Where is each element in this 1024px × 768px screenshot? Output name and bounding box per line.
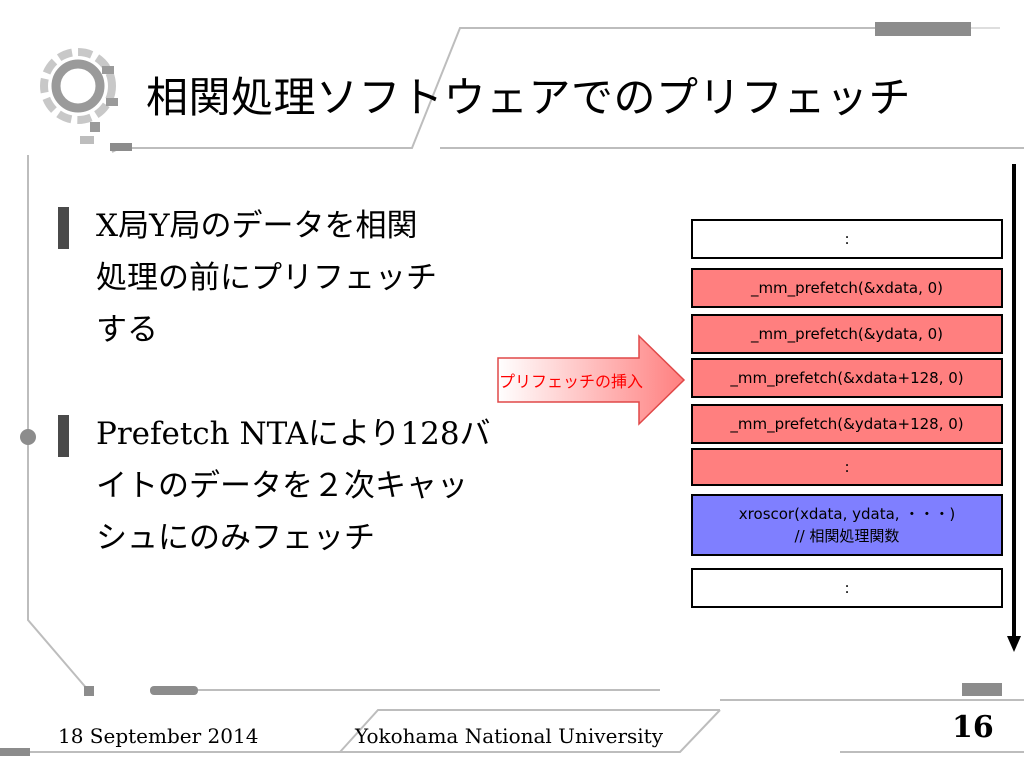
code-box-text: :	[844, 579, 850, 597]
code-box-text: :	[844, 458, 850, 476]
footer-date: 18 September 2014	[58, 724, 259, 748]
code-box-prefetch: _mm_prefetch(&xdata, 0)	[691, 268, 1003, 308]
bullet-2-line-1: Prefetch NTAにより128バ	[96, 416, 491, 452]
bullet-marker	[58, 207, 69, 249]
code-box-text: _mm_prefetch(&ydata+128, 0)	[730, 415, 964, 433]
bullet-marker	[58, 415, 69, 457]
code-box-text: :	[844, 230, 850, 248]
code-box-function: xroscor(xdata, ydata, ・・・) // 相関処理関数	[691, 494, 1003, 556]
code-box-text: xroscor(xdata, ydata, ・・・)	[738, 505, 956, 523]
code-box-ellipsis: :	[691, 219, 1003, 259]
prefetch-insert-arrow-icon	[497, 334, 686, 426]
bullet-1: X局Y局のデータを相関 処理の前にプリフェッチ する	[96, 200, 437, 356]
code-box-ellipsis: :	[691, 448, 1003, 486]
code-box-text: _mm_prefetch(&ydata, 0)	[750, 325, 944, 343]
slide-title: 相関処理ソフトウェアでのプリフェッチ	[146, 73, 912, 122]
bullet-2-line-2: イトのデータを２次キャッ	[96, 468, 468, 504]
page-number: 16	[952, 710, 994, 745]
bullet-1-line-3: する	[96, 312, 158, 348]
code-box-comment: // 相関処理関数	[794, 527, 900, 545]
code-box-prefetch: _mm_prefetch(&ydata, 0)	[691, 314, 1003, 354]
code-box-text: _mm_prefetch(&xdata+128, 0)	[730, 369, 964, 387]
code-box-ellipsis: :	[691, 568, 1003, 608]
execution-flow-arrow-icon	[1007, 164, 1021, 652]
bullet-1-line-2: 処理の前にプリフェッチ	[96, 260, 437, 296]
prefetch-insert-label: プリフェッチの挿入	[499, 372, 644, 391]
code-box-prefetch: _mm_prefetch(&xdata+128, 0)	[691, 358, 1003, 398]
bullet-2-line-3: シュにのみフェッチ	[96, 520, 375, 556]
bullet-1-line-1: X局Y局のデータを相関	[96, 208, 418, 244]
footer-university: Yokohama National University	[355, 724, 663, 748]
gear-logo-icon	[40, 48, 118, 144]
code-box-text: _mm_prefetch(&xdata, 0)	[750, 279, 944, 297]
bullet-2: Prefetch NTAにより128バ イトのデータを２次キャッ シュにのみフェ…	[96, 408, 491, 564]
code-box-prefetch: _mm_prefetch(&ydata+128, 0)	[691, 404, 1003, 444]
